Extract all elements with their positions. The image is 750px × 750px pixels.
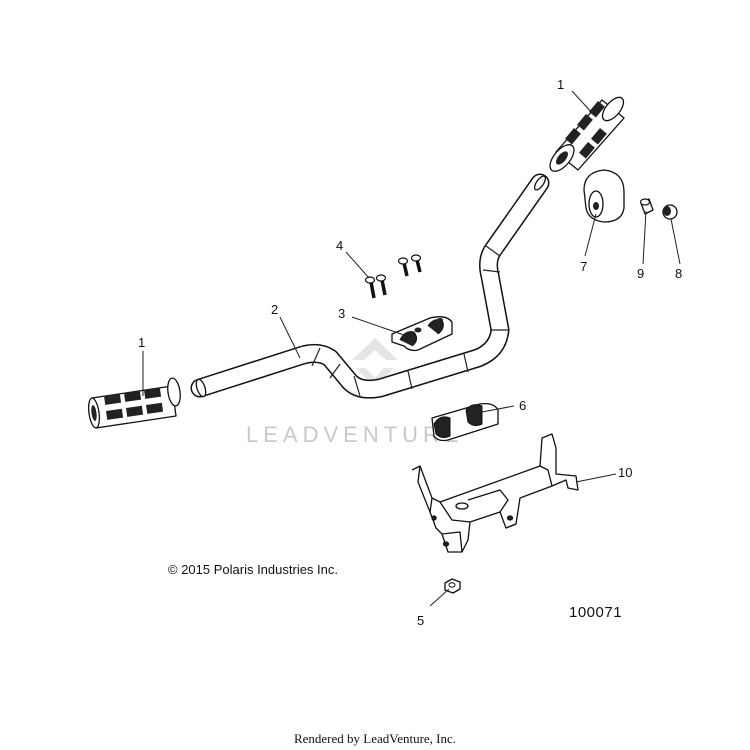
callout-1-left-grip: 1 [138, 335, 145, 350]
callout-5-nut: 5 [417, 613, 424, 628]
handlebar-part [190, 173, 550, 399]
bolts-part [364, 254, 422, 299]
callout-3-upper-clamp: 3 [338, 306, 345, 321]
watermark: LEADVENTURE [246, 338, 464, 447]
callout-10-bracket: 10 [618, 465, 632, 480]
callouts: 1 1 2 3 4 5 6 7 8 9 10 [138, 77, 682, 628]
watermark-text: LEADVENTURE [246, 422, 464, 447]
copyright-notice: © 2015 Polaris Industries Inc. [168, 562, 338, 577]
callout-8-plug: 8 [675, 266, 682, 281]
leader-lines [142, 90, 681, 607]
grip-left-part [87, 377, 181, 429]
footer-credit: Rendered by LeadVenture, Inc. [293, 731, 457, 746]
callout-9-pin: 9 [637, 266, 644, 281]
upper-clamp-part [391, 316, 453, 352]
callout-7-bar-end-cap: 7 [580, 259, 587, 274]
plug-part [662, 204, 678, 220]
pin-part [639, 198, 654, 215]
grip-right-part [549, 96, 625, 172]
callout-6-lower-clamp: 6 [519, 398, 526, 413]
watermark-logo [352, 338, 398, 388]
callout-2-handlebar: 2 [271, 302, 278, 317]
callout-4-bolts: 4 [336, 238, 343, 253]
callout-1-right-grip: 1 [557, 77, 564, 92]
diagram-number: 100071 [569, 604, 623, 621]
mounting-bracket-part [411, 433, 579, 553]
bar-end-cap-part [583, 169, 625, 223]
lower-clamp-part [431, 402, 499, 442]
